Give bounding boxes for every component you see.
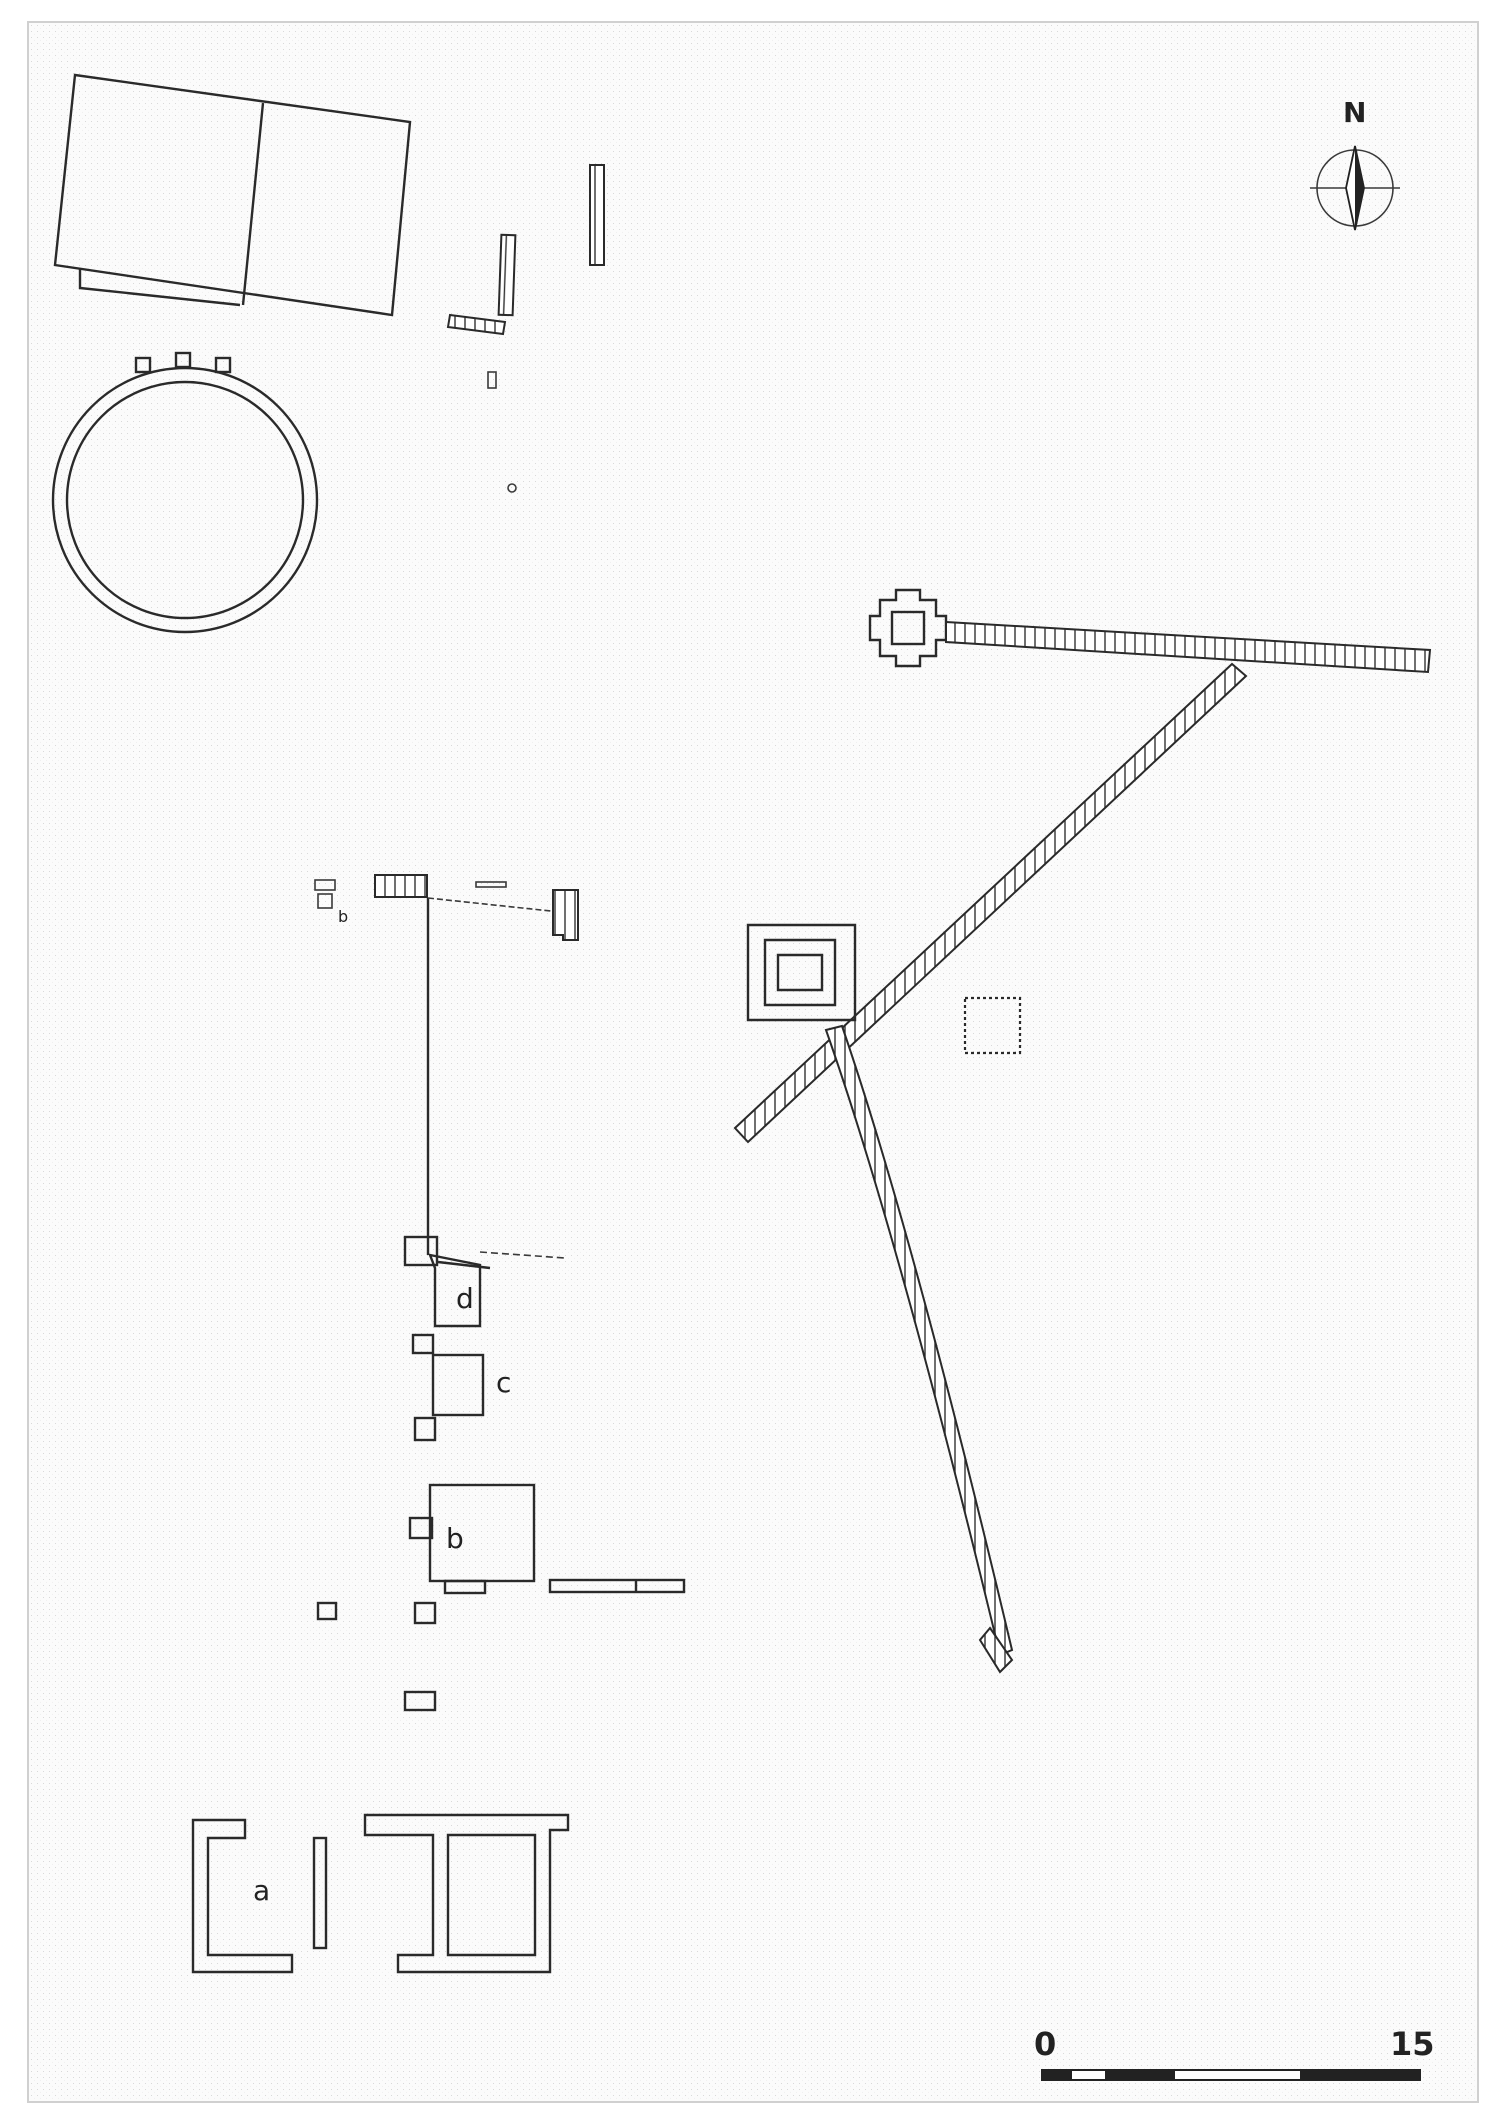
- room-label-c: c: [496, 1366, 511, 1399]
- fragment-label-b: b: [338, 907, 348, 926]
- double-room-structure: [363, 1813, 570, 1974]
- north-label: N: [1343, 96, 1366, 129]
- room-c: c: [411, 1333, 511, 1442]
- diagonal-wall: [733, 662, 1248, 1144]
- wall-fragments-top: [446, 164, 605, 493]
- room-label-b: b: [446, 1522, 464, 1555]
- scale-bar: 0 15: [1034, 2025, 1435, 2081]
- north-arrow: N: [1310, 96, 1400, 231]
- dashed-square: [963, 996, 1022, 1055]
- nested-structure: [746, 923, 857, 1022]
- room-a: a: [191, 1818, 328, 1974]
- rectangular-building: [53, 73, 412, 317]
- central-line-and-fragments: b: [314, 874, 579, 1255]
- room-label-a: a: [253, 1874, 270, 1907]
- room-b: b: [316, 1483, 686, 1712]
- tower-and-east-wall: [868, 588, 1432, 674]
- curved-wall: [824, 1024, 1014, 1674]
- circular-structure: [51, 351, 319, 634]
- scale-end-label: 15: [1390, 2025, 1435, 2063]
- room-label-d: d: [456, 1282, 474, 1315]
- paper-frame: [27, 21, 1479, 2103]
- room-d: d: [403, 1235, 566, 1328]
- scale-start-label: 0: [1034, 2025, 1056, 2063]
